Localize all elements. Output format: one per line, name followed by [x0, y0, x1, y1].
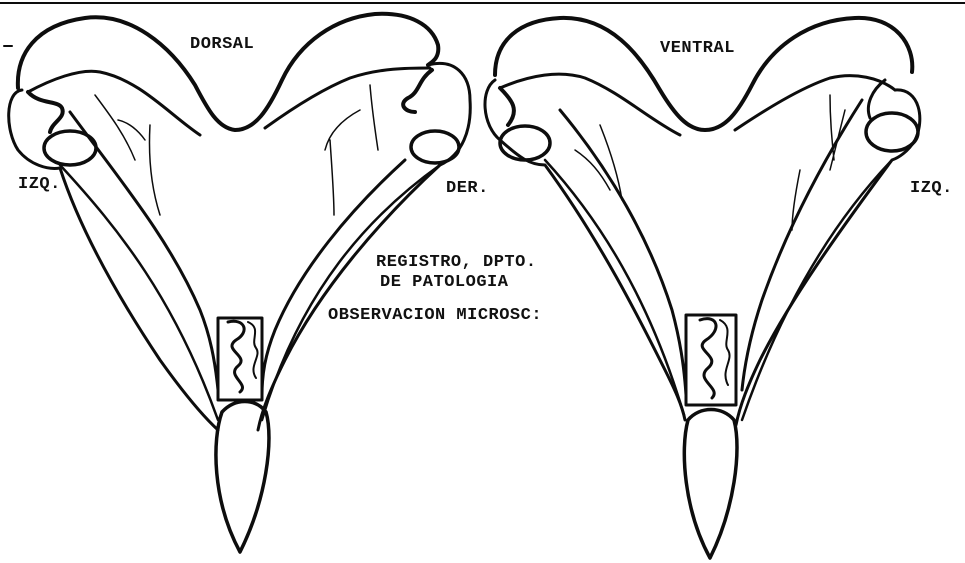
ventral-right-gland	[866, 113, 918, 151]
label-left-izq: IZQ.	[18, 176, 61, 193]
label-registro-line1: REGISTRO, DPTO.	[376, 254, 537, 271]
dorsal-left-lobe-inner	[70, 112, 218, 390]
ventral-stem-coil	[700, 319, 716, 398]
ventral-right-duct	[868, 80, 885, 118]
dorsal-right-lobe-outer	[258, 63, 470, 430]
ventral-left-duct	[500, 88, 514, 125]
ventral-stem-coil-2	[720, 320, 730, 385]
dorsal-right-duct-wave	[403, 70, 432, 112]
label-der: DER.	[446, 180, 489, 197]
label-dorsal: DORSAL	[190, 36, 254, 53]
label-right-izq: IZQ.	[910, 180, 953, 197]
ventral-left-gland	[500, 126, 550, 160]
label-observacion: OBSERVACION MICROSC:	[328, 307, 542, 324]
label-ventral: VENTRAL	[660, 40, 735, 57]
dorsal-left-duct-wave	[28, 92, 63, 132]
dorsal-stem-coil	[228, 321, 244, 392]
dorsal-vein-left-1	[95, 95, 160, 215]
dorsal-left-lobe-outer	[9, 90, 218, 430]
ventral-organ-drawing	[485, 18, 920, 558]
dorsal-tip	[216, 402, 269, 553]
ventral-left-lobe-outer	[485, 80, 685, 420]
ventral-tip	[684, 410, 737, 559]
ventral-right-lobe-inner	[742, 100, 862, 390]
dorsal-right-gland	[411, 131, 459, 163]
dorsal-left-gland	[44, 131, 96, 165]
label-registro-line2: DE PATOLOGIA	[380, 274, 508, 291]
ventral-right-lobe-outer	[736, 90, 920, 425]
dorsal-stem-coil-2	[248, 322, 258, 378]
dorsal-right-lobe-mid	[262, 165, 440, 420]
